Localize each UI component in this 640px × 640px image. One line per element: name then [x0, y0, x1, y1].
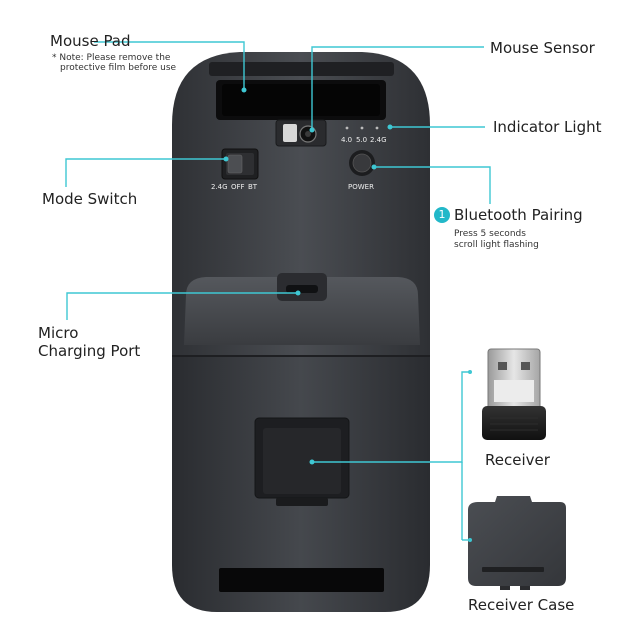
callout-mouse-pad — [94, 41, 245, 90]
switch-label-24g: 2.4G — [211, 183, 228, 191]
indicator-lights — [345, 126, 379, 130]
callout-lines — [65, 41, 491, 541]
indicator-label-50: 5.0 — [356, 136, 368, 144]
hinge-block — [184, 273, 420, 345]
mode-switch — [221, 148, 259, 180]
callout-receiver — [312, 371, 470, 463]
switch-label-bt: BT — [248, 183, 258, 191]
note-mouse-pad-1: * Note: Please remove the — [52, 53, 171, 63]
label-charging-port: Charging Port — [38, 342, 141, 360]
switch-label-off: OFF — [231, 183, 245, 191]
callout-dots — [223, 87, 472, 542]
note-mouse-pad-2: protective film before use — [60, 63, 177, 73]
note-bluetooth-2: scroll light flashing — [454, 240, 539, 250]
receiver-case — [468, 496, 566, 590]
usb-receiver — [482, 348, 546, 440]
label-receiver-case: Receiver Case — [468, 596, 575, 614]
indicator-label-24g: 2.4G — [370, 136, 387, 144]
receiver-slot — [254, 417, 350, 506]
label-mouse-pad: Mouse Pad — [50, 32, 131, 50]
note-bluetooth-1: Press 5 seconds — [454, 229, 526, 239]
callout-mouse-sensor — [311, 46, 484, 130]
callout-mode-switch — [65, 158, 226, 187]
power-label: POWER — [348, 183, 374, 191]
label-indicator-light: Indicator Light — [493, 118, 602, 136]
callout-bluetooth — [374, 166, 491, 204]
mouse-sensor — [275, 119, 327, 147]
indicator-label-40: 4.0 — [341, 136, 353, 144]
step-badge: 1 — [434, 207, 450, 223]
label-micro: Micro — [38, 324, 79, 342]
bottom-pad — [219, 568, 384, 592]
callout-charging — [66, 292, 298, 320]
label-mode-switch: Mode Switch — [42, 190, 138, 208]
label-mouse-sensor: Mouse Sensor — [490, 39, 595, 57]
label-receiver: Receiver — [485, 451, 550, 469]
label-bluetooth-pairing: Bluetooth Pairing — [454, 206, 583, 224]
mouse-pad — [209, 62, 394, 120]
power-button — [349, 150, 375, 176]
